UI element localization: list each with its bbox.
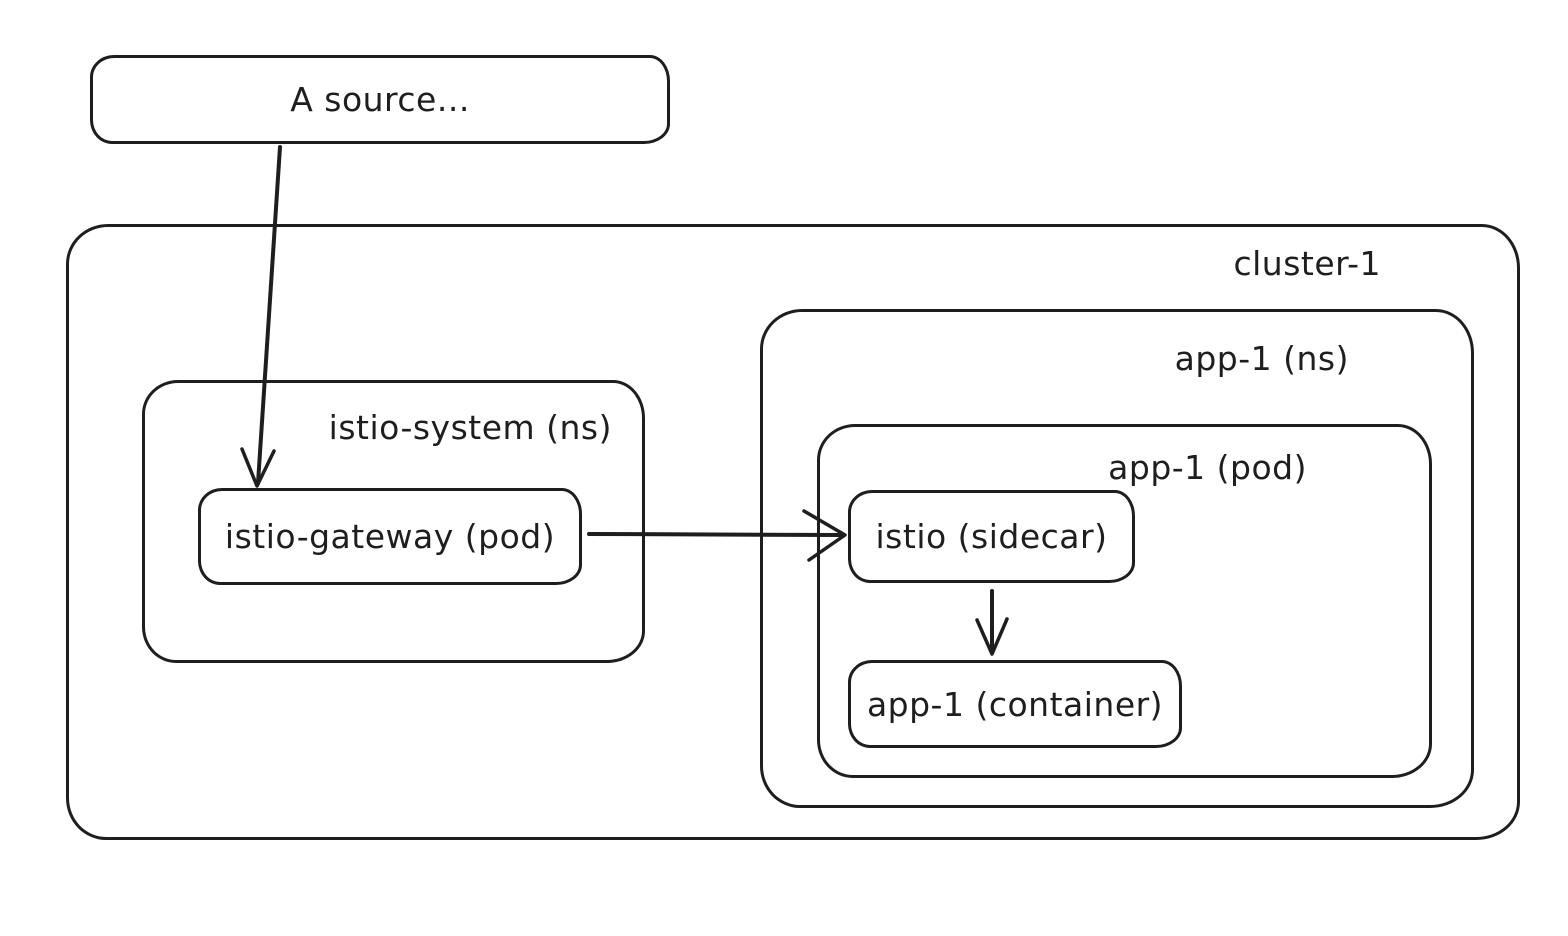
node-istio-gateway-pod[interactable]: istio-gateway (pod) bbox=[198, 488, 582, 585]
container-istio-system-ns-label: istio-system (ns) bbox=[328, 408, 612, 447]
node-source[interactable]: A source... bbox=[90, 55, 670, 144]
container-istio-system-ns[interactable]: istio-system (ns) bbox=[142, 380, 645, 663]
node-istio-sidecar[interactable]: istio (sidecar) bbox=[848, 490, 1135, 583]
container-app-1-pod-label: app-1 (pod) bbox=[1108, 448, 1307, 487]
node-istio-sidecar-label: istio (sidecar) bbox=[875, 517, 1108, 556]
node-istio-gateway-pod-label: istio-gateway (pod) bbox=[224, 517, 556, 556]
node-app-1-container-label: app-1 (container) bbox=[866, 684, 1164, 724]
container-app-1-pod[interactable]: app-1 (pod) bbox=[817, 424, 1432, 778]
node-source-label: A source... bbox=[290, 80, 470, 119]
container-cluster-1-label: cluster-1 bbox=[1233, 244, 1381, 283]
container-app-1-ns-label: app-1 (ns) bbox=[1174, 339, 1349, 378]
container-cluster-1[interactable]: cluster-1 bbox=[66, 224, 1520, 840]
container-app-1-ns[interactable]: app-1 (ns) bbox=[760, 309, 1474, 808]
node-app-1-container[interactable]: app-1 (container) bbox=[848, 660, 1182, 748]
